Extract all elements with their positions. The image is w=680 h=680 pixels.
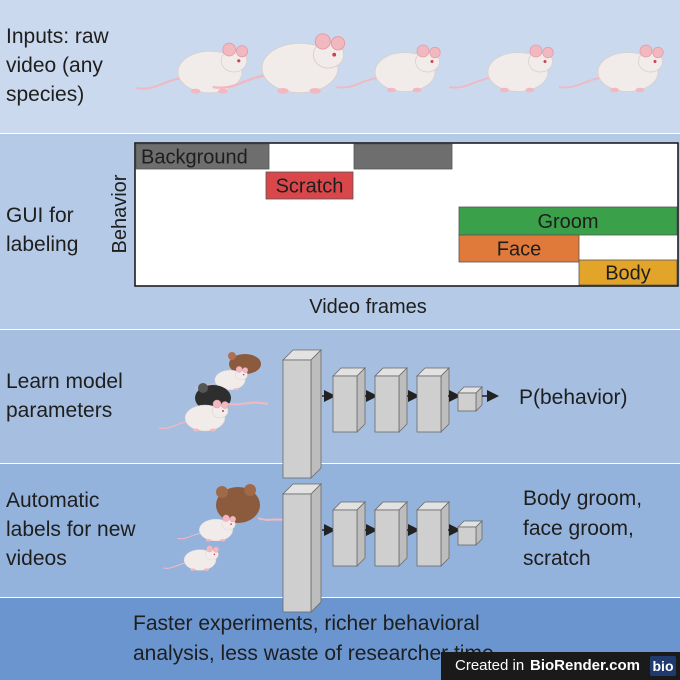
mouse-learn-white-2: [158, 399, 230, 433]
layer-front: [332, 509, 358, 567]
output-auto-line: Body groom,: [523, 487, 642, 510]
layer-side: [440, 501, 450, 567]
layer-front: [282, 493, 312, 613]
output-learn: P(behavior): [519, 386, 628, 409]
frames-axis-label: Video frames: [309, 296, 426, 318]
layer-side: [310, 483, 322, 613]
layer-side: [310, 349, 322, 479]
mouse-auto-white-2: [162, 545, 220, 572]
layer-side: [440, 367, 450, 433]
behavior-bar-label: Background: [141, 147, 248, 169]
badge-brand: BioRender.com: [530, 657, 641, 674]
behavior-bar-label: Face: [497, 239, 541, 261]
mouse-4: [448, 44, 555, 94]
layer-front: [374, 509, 400, 567]
output-auto-line: scratch: [523, 547, 591, 570]
mouse-3: [335, 44, 442, 94]
mouse-auto-white-1: [176, 514, 237, 542]
behavior-bar: [458, 234, 580, 263]
behavior-bar: [135, 143, 270, 170]
behavior-bar: [458, 206, 678, 236]
behavior-axis-label: Behavior: [109, 174, 131, 253]
behavior-bar: [353, 143, 453, 170]
output-auto: Body groom, face groom, scratch: [523, 487, 642, 570]
auto-label: Automatic labels for new videos: [6, 489, 136, 570]
inputs-label: Inputs: raw video (any species): [6, 25, 109, 106]
layer-front: [374, 375, 400, 433]
network-learn: [282, 349, 499, 479]
layer-side: [398, 367, 408, 433]
footer-text: Faster experiments, richer behavioral an…: [133, 612, 494, 665]
gui-label: GUI for labeling: [6, 204, 79, 256]
biorender-logo-icon: bio: [650, 656, 676, 676]
behavior-bar-label: Groom: [537, 211, 598, 233]
behavior-bar-label: Scratch: [276, 176, 344, 198]
layer-front: [457, 392, 477, 412]
badge-prefix: Created in: [455, 657, 525, 674]
layer-front: [457, 526, 477, 546]
mouse-auto-brown: [216, 484, 285, 523]
layer-front: [416, 509, 442, 567]
learn-label: Learn model parameters: [6, 370, 123, 422]
layer-front: [332, 375, 358, 433]
layer-front: [282, 359, 312, 479]
layer-front: [416, 375, 442, 433]
inputs-band: [0, 0, 680, 133]
mouse-5: [558, 44, 665, 94]
behavior-bar: [578, 259, 678, 286]
biorender-badge[interactable]: Created in BioRender.com bio: [441, 652, 680, 680]
output-auto-line: face groom,: [523, 517, 634, 540]
behavior-bar-label: Body: [605, 263, 651, 285]
behavior-bar: [265, 171, 354, 200]
layer-side: [356, 367, 366, 433]
layer-side: [356, 501, 366, 567]
network-auto: [282, 483, 483, 613]
layer-side: [398, 501, 408, 567]
